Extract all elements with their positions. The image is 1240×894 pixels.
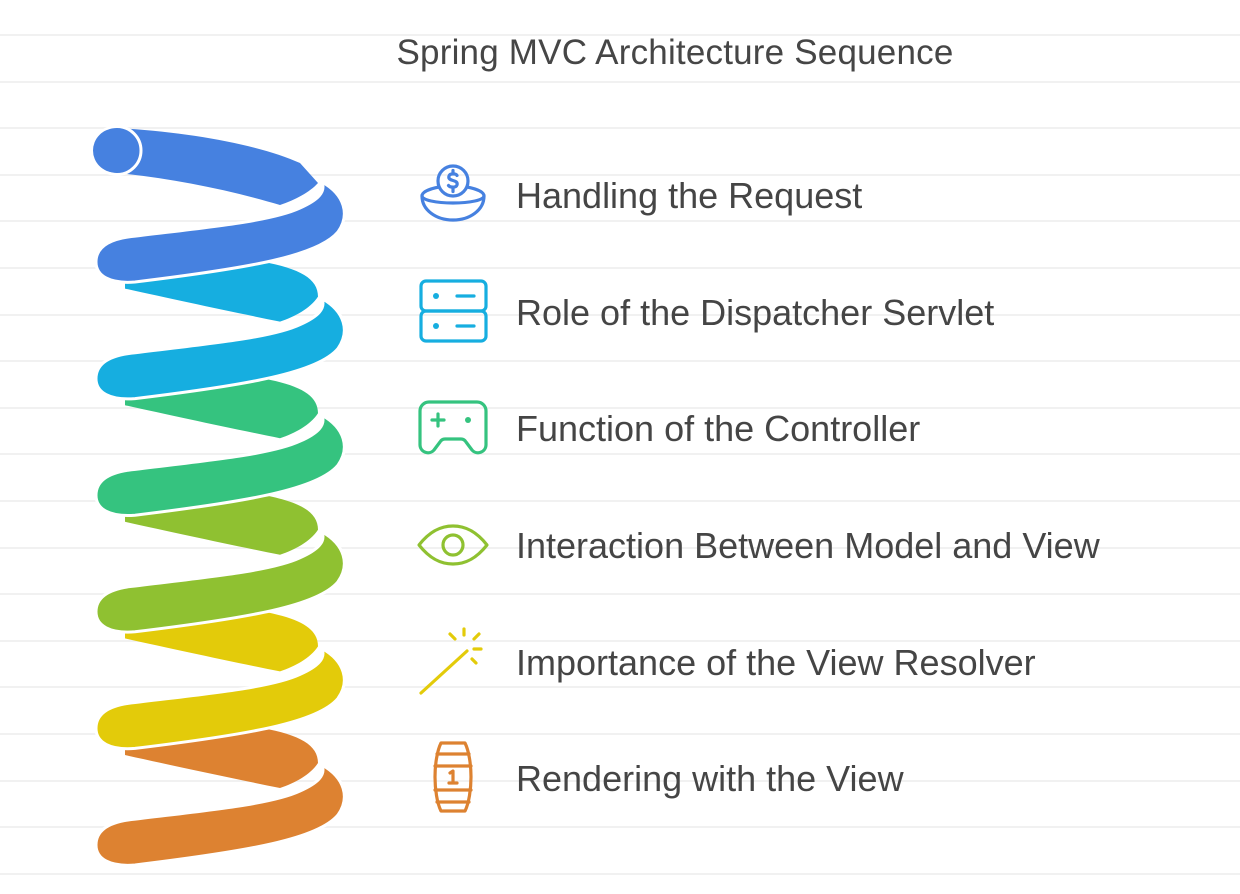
grid-line: [0, 873, 1240, 875]
grid-line: [0, 593, 1240, 595]
step-label: Interaction Between Model and View: [516, 525, 1100, 566]
spiral-front-band: [94, 763, 346, 867]
spiral-graphic: [91, 125, 346, 867]
grid-line: [0, 127, 1240, 129]
grid-line: [0, 314, 1240, 316]
grid-line: [0, 640, 1240, 642]
step-label: Handling the Request: [516, 175, 863, 216]
step-label: Rendering with the View: [516, 758, 904, 799]
eye-icon: [417, 524, 489, 566]
magic-wand-icon: [419, 627, 483, 695]
grid-line: [0, 220, 1240, 222]
spiral-front-band: [94, 413, 346, 517]
grid-line: [0, 360, 1240, 362]
grid-line: [0, 174, 1240, 176]
grid-line: [0, 267, 1240, 269]
coin-bowl-icon: [420, 164, 486, 222]
grid-line: [0, 547, 1240, 549]
grid-line: [0, 686, 1240, 688]
step-label: Role of the Dispatcher Servlet: [516, 292, 995, 333]
barrel-icon: [433, 741, 473, 813]
grid-line: [0, 81, 1240, 83]
gamepad-icon: [418, 400, 488, 455]
grid-line: [0, 826, 1240, 828]
spiral-front-band: [94, 646, 346, 751]
step-model-view: Interaction Between Model and View: [412, 505, 1212, 585]
spiral-front-band: [94, 297, 346, 401]
diagram-title: Spring MVC Architecture Sequence: [396, 33, 954, 72]
step-label: Function of the Controller: [516, 408, 921, 449]
spiral-back-strip: [117, 128, 318, 205]
grid-line: [0, 407, 1240, 409]
step-dispatcher-servlet: Role of the Dispatcher Servlet: [412, 272, 1212, 352]
grid-line: [0, 34, 1240, 36]
grid-line: [0, 500, 1240, 502]
step-handling-request: Handling the Request: [412, 155, 1212, 235]
step-controller: Function of the Controller: [412, 388, 1212, 468]
spiral-front-band: [94, 180, 346, 284]
grid-line: [0, 453, 1240, 455]
grid-line: [0, 780, 1240, 782]
grid-line: [0, 733, 1240, 735]
spiral-front-band: [94, 530, 346, 634]
step-view-resolver: Importance of the View Resolver: [412, 622, 1212, 702]
server-icon: [419, 279, 488, 343]
step-label: Importance of the View Resolver: [516, 642, 1036, 683]
spiral-top-cap-fill: [93, 128, 137, 173]
step-rendering-view: Rendering with the View: [412, 738, 1212, 818]
